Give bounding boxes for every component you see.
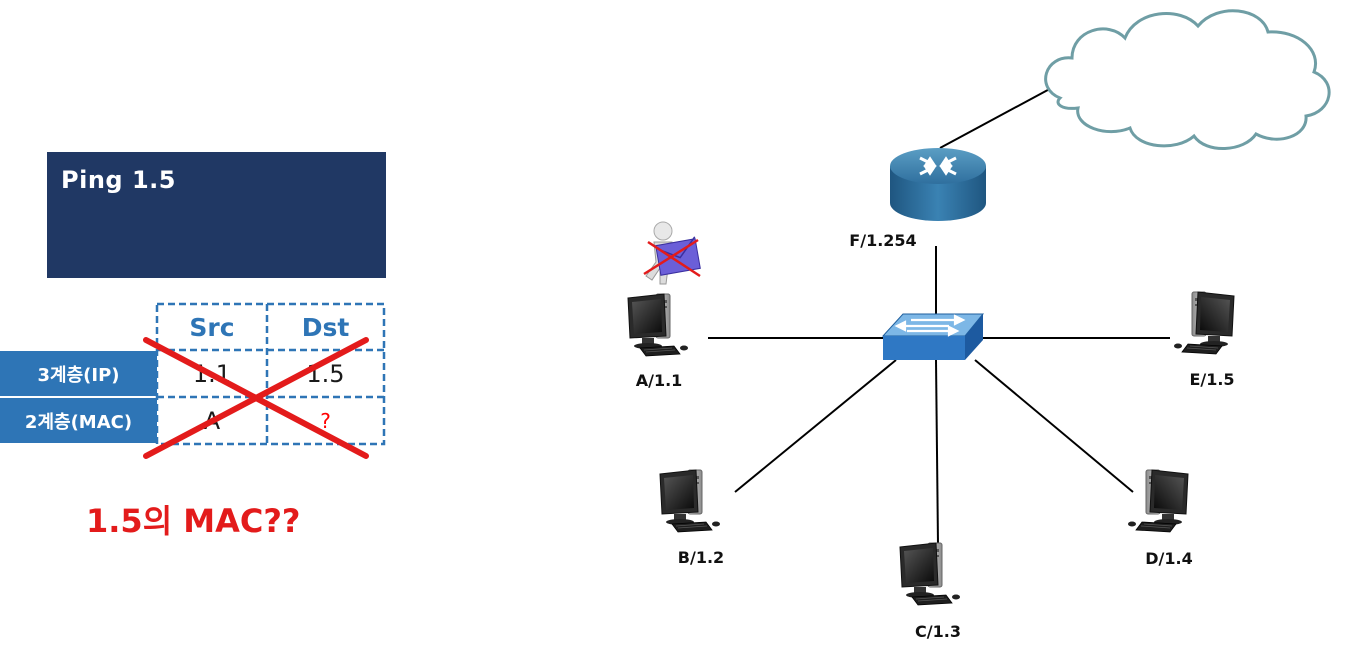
label-host-a: A/1.1 [635,371,683,390]
table-grid [155,302,386,446]
computer-icon-b [659,469,721,533]
label-host-d: D/1.4 [1145,549,1193,568]
label-host-e: E/1.5 [1189,370,1235,389]
mac-question: 1.5의 MAC?? [86,502,301,540]
layer-label-ip: 3계층(IP) [0,351,157,396]
cloud-icon [1044,9,1331,150]
computer-icon-e [1173,291,1235,355]
label-host-b: B/1.2 [677,548,725,567]
router-icon [890,148,986,221]
cross-mark [143,337,369,459]
layer-label-mac: 2계층(MAC) [0,398,157,443]
courier-icon [643,221,701,285]
command-box: Ping 1.5 [47,152,386,278]
computer-icon-c [899,542,961,606]
computer-icon-d [1127,469,1189,533]
header-dst: Dst [301,312,350,342]
header-src: Src [189,312,235,342]
computer-icon-a [627,293,689,357]
switch-icon [881,313,985,360]
command-text: Ping 1.5 [61,166,176,194]
label-router-f: F/1.254 [849,231,917,250]
cell-mac-dst: ? [320,409,331,433]
label-host-c: C/1.3 [915,622,961,641]
